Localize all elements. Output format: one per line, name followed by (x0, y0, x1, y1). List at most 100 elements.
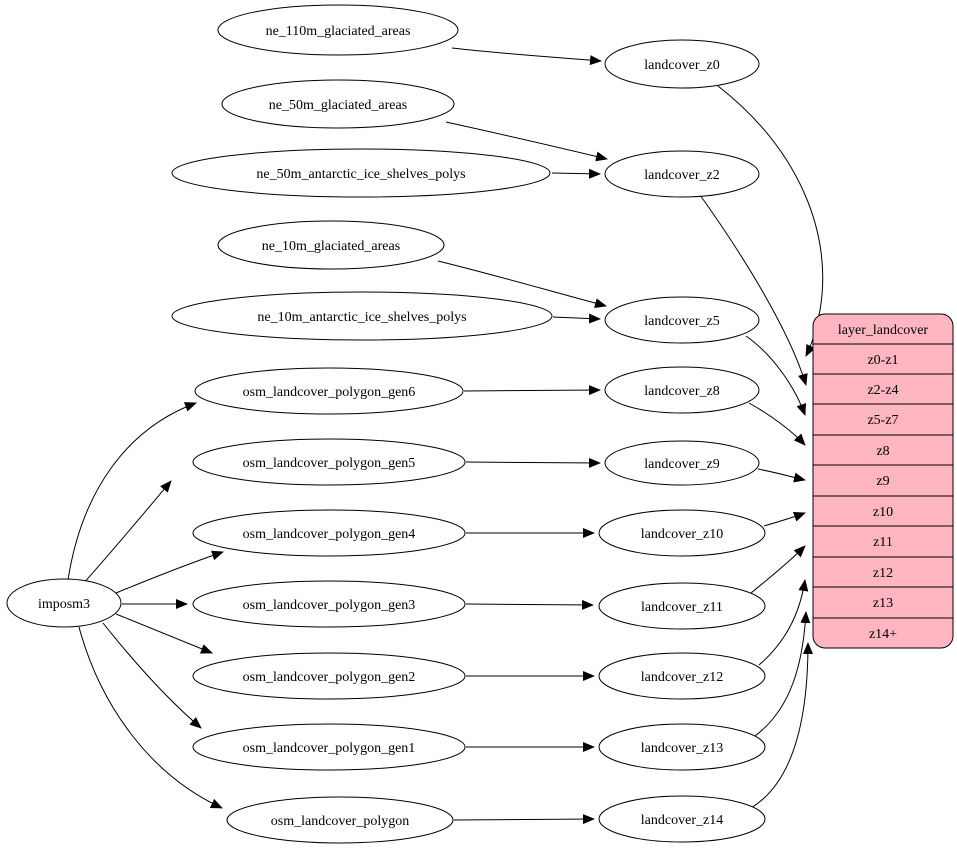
table-row-z10: z10 (873, 505, 893, 520)
edge-imposm3-to-osm-landcover-polygon-gen5 (81, 480, 172, 586)
node-label: osm_landcover_polygon (271, 814, 409, 829)
node-ellipse (6, 578, 122, 628)
edge-osm-landcover-polygon-gen5-to-landcover-z9 (465, 457, 601, 468)
edge-imposm3-to-osm-landcover-polygon-gen2 (115, 613, 213, 654)
node-ellipse (598, 723, 766, 771)
node-ellipse (598, 795, 766, 843)
table-row-z8: z8 (876, 444, 889, 459)
node-ne-50m-glaciated-areas: ne_50m_glaciated_areas (221, 79, 455, 129)
node-ellipse (171, 148, 551, 198)
node-landcover-z8: landcover_z8 (604, 366, 760, 414)
node-label: landcover_z13 (641, 741, 723, 756)
edge-landcover-z9-to-row-z9 (757, 468, 806, 483)
edge-landcover-z2-to-row-z2-z4 (699, 194, 808, 386)
node-osm-landcover-polygon-gen1: osm_landcover_polygon_gen1 (192, 723, 466, 771)
node-ne-50m-antarctic-ice-shelves-polys: ne_50m_antarctic_ice_shelves_polys (171, 148, 551, 198)
node-ellipse (226, 796, 454, 844)
node-landcover-z13: landcover_z13 (598, 723, 766, 771)
table-row-z5-z7: z5-z7 (867, 413, 898, 428)
node-label: landcover_z2 (644, 168, 719, 183)
edge-imposm3-to-osm-landcover-polygon (78, 626, 223, 809)
node-ellipse (604, 440, 760, 486)
edge-osm-landcover-polygon-gen3-to-landcover-z11 (465, 599, 594, 610)
node-landcover-z9: landcover_z9 (604, 440, 760, 486)
table-row-z2-z4: z2-z4 (867, 383, 898, 398)
node-label: ne_110m_glaciated_areas (266, 24, 411, 39)
edge-landcover-z14-to-row-z14plus (750, 642, 813, 809)
table-header-label: layer_landcover (838, 323, 929, 338)
node-ellipse (604, 296, 760, 344)
node-ellipse (194, 367, 464, 415)
node-label: ne_10m_antarctic_ice_shelves_polys (257, 310, 466, 325)
node-ne-10m-glaciated-areas: ne_10m_glaciated_areas (217, 220, 445, 270)
table-row-z14plus: z14+ (869, 627, 897, 642)
edge-osm-landcover-polygon-gen6-to-landcover-z8 (463, 385, 601, 396)
edge-layer (67, 47, 824, 825)
node-label: osm_landcover_polygon_gen6 (243, 385, 416, 400)
node-osm-landcover-polygon-gen3: osm_landcover_polygon_gen3 (192, 580, 466, 628)
node-landcover-z14: landcover_z14 (598, 795, 766, 843)
node-ellipse (217, 220, 445, 270)
node-label: osm_landcover_polygon_gen4 (243, 527, 416, 542)
node-ne-10m-antarctic-ice-shelves-polys: ne_10m_antarctic_ice_shelves_polys (171, 291, 553, 341)
table-row-z13: z13 (873, 596, 893, 611)
node-ellipse (192, 723, 466, 771)
edge-ne-110m-glaciated-areas-to-landcover-z0 (451, 47, 602, 66)
edge-ne-10m-glaciated-areas-to-landcover-z5 (437, 260, 607, 308)
node-layer-landcover-table: layer_landcover z0-z1 z2-z4 z5-z7 z8 z9 … (812, 313, 954, 649)
node-ellipse (192, 438, 466, 486)
table-row-z12: z12 (873, 566, 893, 581)
node-label: ne_10m_glaciated_areas (262, 239, 400, 254)
table-row-z0-z1: z0-z1 (867, 353, 898, 368)
node-label: imposm3 (38, 597, 90, 612)
node-osm-landcover-polygon-gen5: osm_landcover_polygon_gen5 (192, 438, 466, 486)
edge-landcover-z13-to-row-z13 (754, 611, 811, 737)
node-label: landcover_z11 (641, 600, 723, 615)
node-ellipse (598, 582, 766, 630)
edge-landcover-z10-to-row-z10 (763, 512, 806, 527)
node-landcover-z10: landcover_z10 (598, 509, 766, 557)
edge-ne-50m-glaciated-areas-to-landcover-z2 (445, 121, 608, 162)
node-osm-landcover-polygon: osm_landcover_polygon (226, 796, 454, 844)
node-ellipse (217, 4, 459, 56)
node-label: osm_landcover_polygon_gen5 (243, 456, 416, 471)
node-landcover-z0: landcover_z0 (604, 39, 760, 89)
node-label: landcover_z9 (644, 457, 719, 472)
edge-imposm3-to-osm-landcover-polygon-gen1 (102, 622, 202, 729)
edge-landcover-z8-to-row-z8 (748, 402, 806, 446)
node-landcover-z5: landcover_z5 (604, 296, 760, 344)
node-label: landcover_z10 (641, 527, 723, 542)
node-landcover-z11: landcover_z11 (598, 582, 766, 630)
edge-landcover-z5-to-row-z5-z7 (745, 335, 807, 416)
node-label: osm_landcover_polygon_gen1 (243, 741, 416, 756)
node-label: landcover_z0 (644, 58, 719, 73)
node-ellipse (598, 652, 766, 700)
node-label: ne_50m_glaciated_areas (269, 98, 407, 113)
node-ne-110m-glaciated-areas: ne_110m_glaciated_areas (217, 4, 459, 56)
edge-landcover-z0-to-row-z0-z1 (717, 85, 824, 357)
node-ellipse (598, 509, 766, 557)
node-landcover-z2: landcover_z2 (604, 150, 760, 198)
edge-ne-50m-antarctic-ice-shelves-polys-to-landcover-z2 (551, 168, 601, 179)
node-label: landcover_z8 (644, 384, 719, 399)
node-label: osm_landcover_polygon_gen3 (243, 598, 416, 613)
node-ellipse (171, 291, 553, 341)
edge-landcover-z11-to-row-z11 (750, 545, 806, 594)
node-ellipse (192, 580, 466, 628)
edge-ne-10m-antarctic-ice-shelves-polys-to-landcover-z5 (552, 313, 601, 324)
node-label: landcover_z14 (641, 813, 723, 828)
node-landcover-z12: landcover_z12 (598, 652, 766, 700)
node-ellipse (192, 509, 466, 557)
node-label: landcover_z5 (644, 314, 719, 329)
node-ellipse (221, 79, 455, 129)
table-background (812, 313, 954, 649)
node-ellipse (604, 366, 760, 414)
node-ellipse (604, 150, 760, 198)
edge-osm-landcover-polygon-to-landcover-z14 (453, 814, 595, 825)
node-ellipse (604, 39, 760, 89)
node-label: ne_50m_antarctic_ice_shelves_polys (256, 167, 465, 182)
node-osm-landcover-polygon-gen6: osm_landcover_polygon_gen6 (194, 367, 464, 415)
node-osm-landcover-polygon-gen2: osm_landcover_polygon_gen2 (192, 652, 466, 700)
